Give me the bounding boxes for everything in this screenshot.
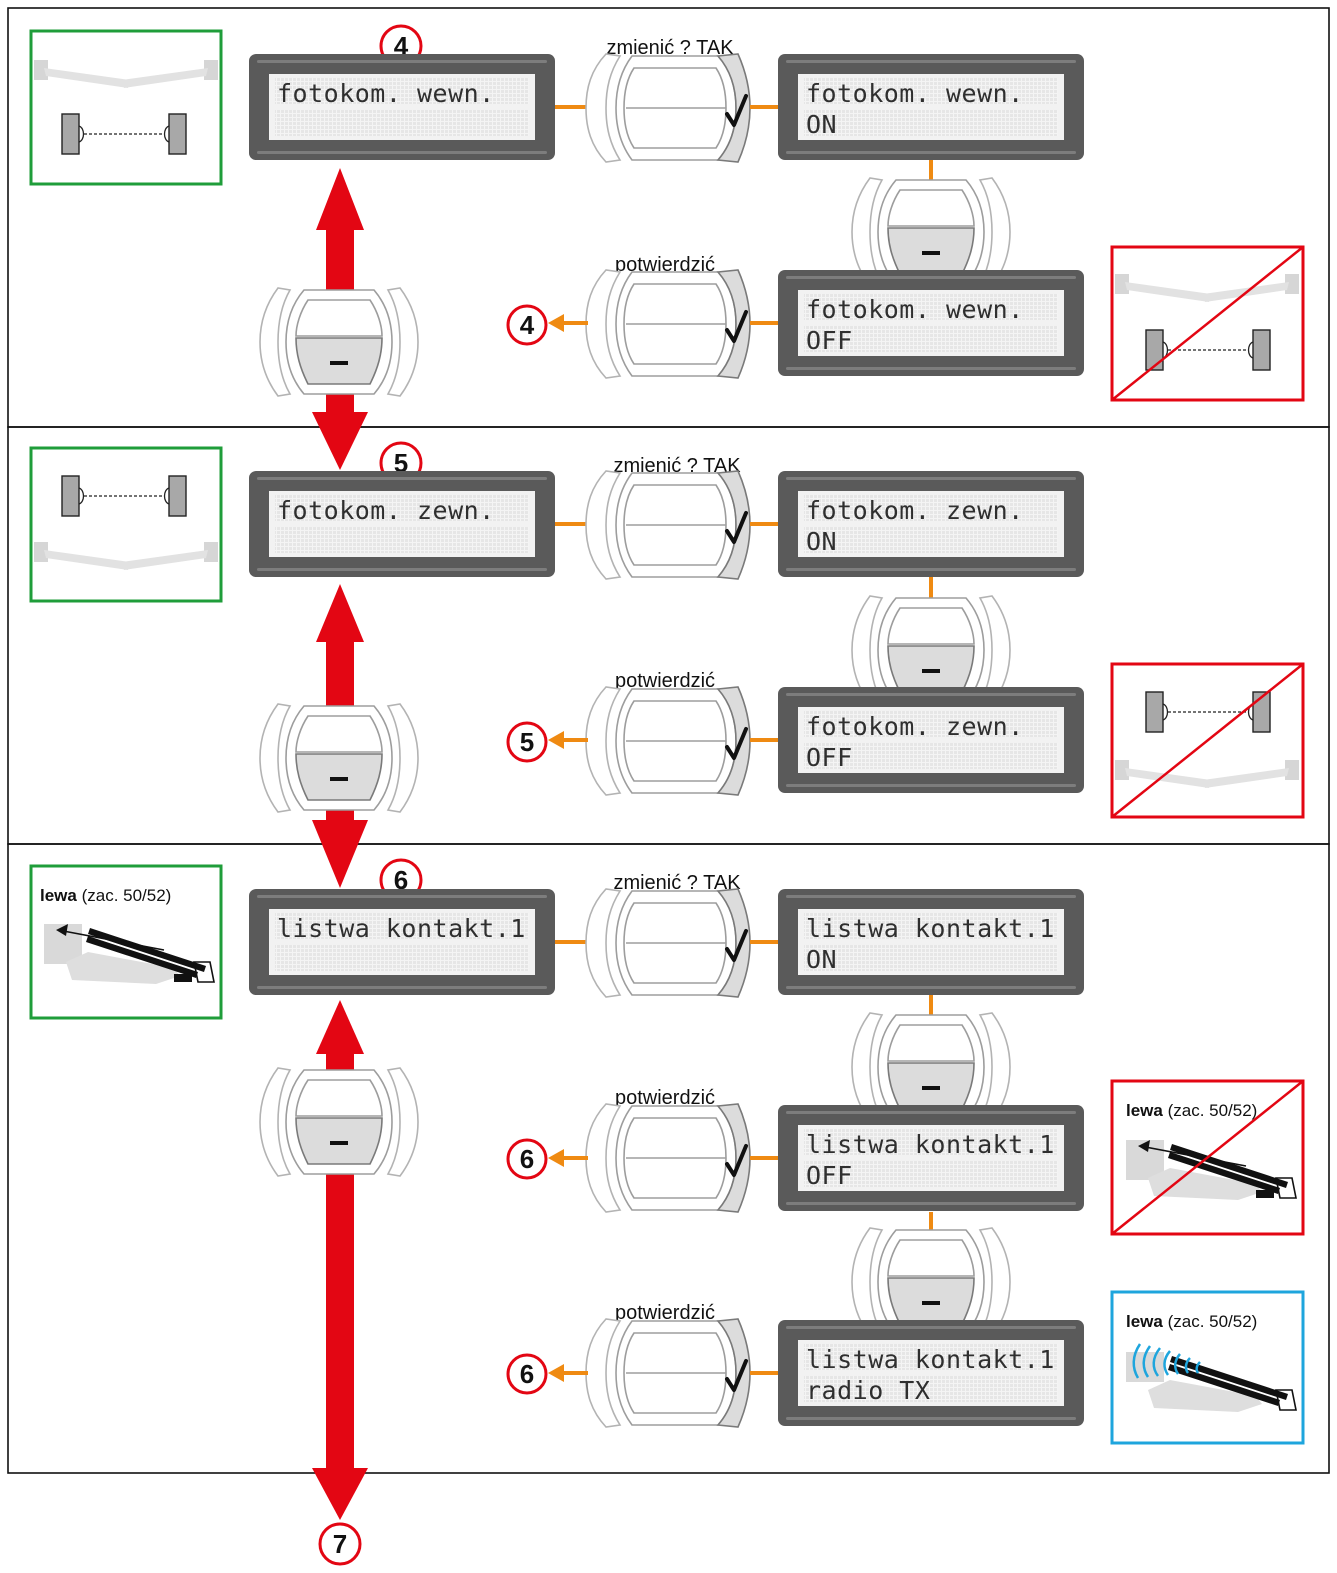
minus-button-icon[interactable] xyxy=(851,1227,1011,1337)
step-badge xyxy=(506,1353,548,1395)
step-badge xyxy=(506,1138,548,1180)
lcd-line-2: ON xyxy=(806,110,837,139)
change-label: zmienić ? TAK xyxy=(613,455,741,477)
step-number: 6 xyxy=(520,1359,534,1389)
safety-edge-radio-icon xyxy=(1126,1343,1297,1412)
confirm-label: potwierdzić xyxy=(615,254,715,276)
option-on-frame xyxy=(29,446,223,603)
confirm-label: potwierdzić xyxy=(615,670,715,692)
lcd-line-2: ON xyxy=(806,527,837,556)
change-label: zmienić ? TAK xyxy=(606,37,734,59)
confirm-label: potwierdzić xyxy=(615,1087,715,1109)
disabled-strike xyxy=(1111,1080,1304,1235)
option-on-frame xyxy=(29,29,223,186)
section-box-6 xyxy=(7,843,1330,1474)
lcd-line-1: listwa kontakt.1 xyxy=(277,914,526,943)
step-badge xyxy=(506,304,548,346)
lcd-line-2: radio TX xyxy=(806,1376,930,1405)
minus-button-icon[interactable] xyxy=(259,703,419,813)
step-number: 6 xyxy=(394,865,408,895)
disabled-strike xyxy=(1111,663,1304,818)
step-badge xyxy=(506,721,548,763)
next-step-badge xyxy=(318,1522,362,1566)
checkmark-button-icon[interactable] xyxy=(584,1102,752,1214)
checkmark-button-icon[interactable] xyxy=(584,685,752,797)
lcd-line-2: OFF xyxy=(806,743,853,772)
lcd-line-1: fotokom. wewn. xyxy=(806,295,1024,324)
checkmark-button-icon[interactable] xyxy=(584,887,752,999)
checkmark-button-icon[interactable] xyxy=(584,52,752,164)
step-number: 4 xyxy=(394,31,409,61)
checkmark-button-icon[interactable] xyxy=(584,1317,752,1429)
lcd-line-1: listwa kontakt.1 xyxy=(806,914,1055,943)
minus-button-icon[interactable] xyxy=(851,1012,1011,1122)
lcd-line-1: fotokom. zewn. xyxy=(806,496,1024,525)
next-step-number: 7 xyxy=(333,1529,347,1559)
step-number: 6 xyxy=(520,1144,534,1174)
step-number: 5 xyxy=(394,448,408,478)
disabled-strike xyxy=(1111,246,1304,401)
side-caption: lewa (zac. 50/52) xyxy=(1126,1101,1257,1120)
minus-button-icon[interactable] xyxy=(259,287,419,397)
side-caption: lewa (zac. 50/52) xyxy=(40,886,171,905)
change-label: zmienić ? TAK xyxy=(613,872,741,894)
minus-button-icon[interactable] xyxy=(851,177,1011,287)
lcd-line-2: OFF xyxy=(806,326,853,355)
checkmark-button-icon[interactable] xyxy=(584,469,752,581)
step-number: 4 xyxy=(520,310,535,340)
lcd-line-1: fotokom. wewn. xyxy=(277,79,495,108)
lcd-line-1: listwa kontakt.1 xyxy=(806,1345,1055,1374)
lcd-line-2: ON xyxy=(806,945,837,974)
minus-button-icon[interactable] xyxy=(259,1067,419,1177)
lcd-line-2: OFF xyxy=(806,1161,853,1190)
lcd-line-1: fotokom. zewn. xyxy=(277,496,495,525)
lcd-line-1: fotokom. zewn. xyxy=(806,712,1024,741)
lcd-line-1: listwa kontakt.1 xyxy=(806,1130,1055,1159)
side-caption: lewa (zac. 50/52) xyxy=(1126,1312,1257,1331)
checkmark-button-icon[interactable] xyxy=(584,268,752,380)
step-number: 5 xyxy=(520,727,534,757)
lcd-line-1: fotokom. wewn. xyxy=(806,79,1024,108)
confirm-label: potwierdzić xyxy=(615,1302,715,1324)
